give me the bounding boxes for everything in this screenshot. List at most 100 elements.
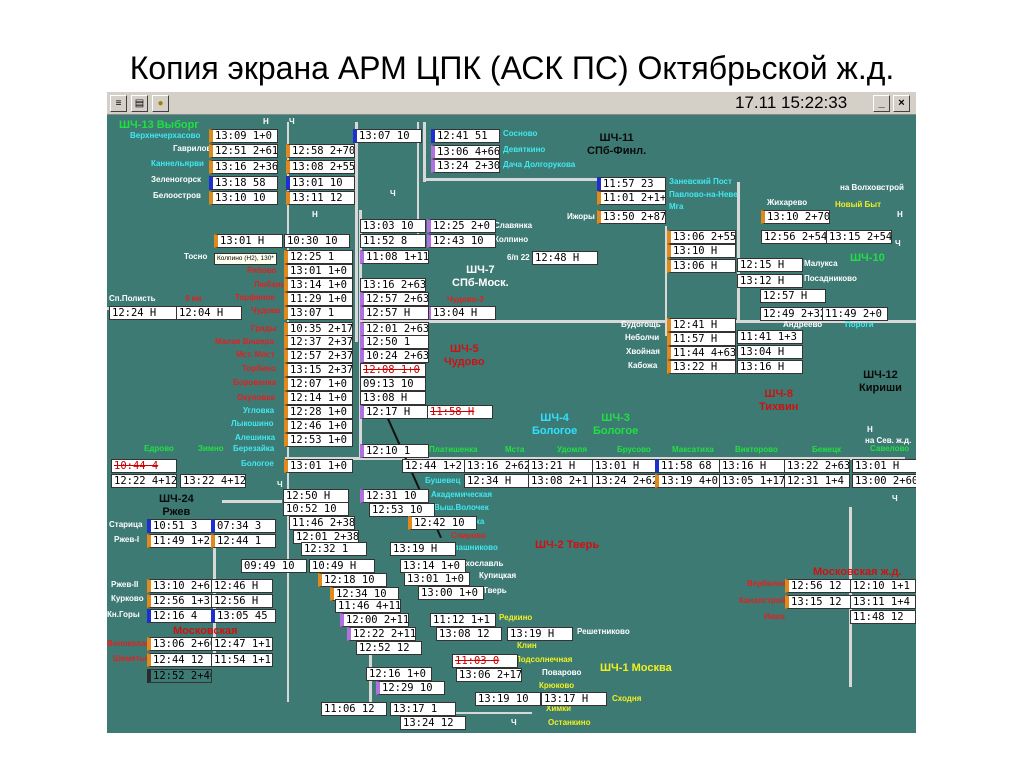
train-cell[interactable]: 13:16 2+63 bbox=[360, 278, 426, 292]
train-cell[interactable]: 12:24 Н bbox=[109, 306, 177, 320]
train-cell[interactable]: 11:08 1+11 bbox=[360, 250, 429, 264]
train-cell[interactable]: 12:49 2+32 bbox=[760, 307, 826, 321]
train-cell[interactable]: 12:44 12 bbox=[147, 653, 212, 667]
train-cell[interactable]: 13:15 2+37 bbox=[284, 363, 353, 377]
train-cell[interactable]: 12:25 2+0 bbox=[427, 219, 496, 233]
lightbulb-icon[interactable]: ● bbox=[152, 95, 169, 112]
train-cell[interactable]: 13:01 1+0 bbox=[284, 459, 353, 473]
train-cell[interactable]: 10:35 2+17 bbox=[284, 322, 353, 336]
train-cell[interactable]: 13:24 2+30 bbox=[431, 159, 500, 173]
train-cell[interactable]: 12:52 2+40 bbox=[147, 669, 212, 683]
train-cell[interactable]: 13:12 Н bbox=[737, 274, 803, 288]
train-cell[interactable]: 13:24 12 bbox=[400, 716, 466, 730]
train-cell[interactable]: 13:06 Н bbox=[667, 259, 736, 273]
train-cell[interactable]: 12:44 1+2 bbox=[402, 459, 468, 473]
train-cell[interactable]: 12:44 1 bbox=[211, 534, 276, 548]
train-cell[interactable]: 10:24 2+63 bbox=[360, 349, 429, 363]
train-cell[interactable]: 12:46 Н bbox=[211, 579, 273, 593]
train-cell[interactable]: 13:16 2+62 bbox=[464, 459, 530, 473]
train-cell[interactable]: 09:13 10 bbox=[360, 377, 426, 391]
train-cell[interactable]: 12:57 2+63 bbox=[360, 292, 429, 306]
train-cell[interactable]: 12:37 2+37 bbox=[284, 335, 353, 349]
train-cell[interactable]: 11:46 4+11 bbox=[335, 599, 401, 613]
train-cell[interactable]: 13:18 58 bbox=[209, 176, 278, 190]
train-cell[interactable]: 13:04 Н bbox=[427, 306, 496, 320]
train-cell[interactable]: 12:56 1+3 bbox=[147, 594, 212, 608]
train-cell[interactable]: 11:58 Н bbox=[427, 405, 493, 419]
train-cell[interactable]: 12:58 2+70 bbox=[286, 144, 355, 158]
train-cell[interactable]: 11:49 1+2 bbox=[147, 534, 212, 548]
train-cell[interactable]: 13:06 4+66 bbox=[431, 145, 500, 159]
train-cell[interactable]: 13:10 Н bbox=[667, 244, 736, 258]
train-cell[interactable]: 13:06 2+55 bbox=[667, 230, 736, 244]
train-cell[interactable]: 09:49 10 bbox=[241, 559, 307, 573]
train-cell[interactable]: 12:57 2+37 bbox=[284, 349, 353, 363]
train-cell[interactable]: 13:00 2+60 bbox=[852, 474, 916, 488]
train-cell[interactable]: 13:50 2+87 bbox=[597, 210, 666, 224]
train-cell[interactable]: 12:18 10 bbox=[318, 573, 387, 587]
train-cell[interactable]: 10:51 3 bbox=[147, 519, 212, 533]
train-cell[interactable]: 13:17 Н bbox=[541, 692, 607, 706]
train-cell[interactable]: 13:09 1+0 bbox=[209, 129, 278, 143]
train-cell[interactable]: 12:52 12 bbox=[356, 641, 422, 655]
train-cell[interactable]: 13:01 1+0 bbox=[404, 572, 470, 586]
train-cell[interactable]: 11:06 12 bbox=[321, 702, 387, 716]
train-cell[interactable]: 13:06 2+17 bbox=[456, 668, 522, 682]
menu-icon[interactable]: ≡ bbox=[110, 95, 127, 112]
train-cell[interactable]: 13:08 2+1 bbox=[528, 474, 594, 488]
train-cell[interactable]: 12:01 2+63 bbox=[360, 322, 429, 336]
train-cell[interactable]: 13:22 2+63 bbox=[784, 459, 850, 473]
train-cell[interactable]: 12:51 2+61 bbox=[209, 144, 278, 158]
train-cell[interactable]: 12:10 1 bbox=[360, 444, 429, 458]
train-cell[interactable]: 13:22 4+124 bbox=[180, 474, 246, 488]
train-cell[interactable]: 11:41 1+3 bbox=[737, 330, 803, 344]
train-cell[interactable]: 11:57 Н bbox=[667, 332, 736, 346]
train-cell[interactable]: 10:44 4 bbox=[111, 459, 177, 473]
train-cell[interactable]: 13:06 2+60 bbox=[147, 637, 212, 651]
train-cell[interactable]: 12:25 1 bbox=[284, 250, 353, 264]
train-cell[interactable]: 13:08 12 bbox=[436, 627, 502, 641]
train-cell[interactable]: 10:30 10 bbox=[284, 234, 350, 248]
train-cell[interactable]: 13:08 Н bbox=[360, 391, 426, 405]
train-cell[interactable]: 13:16 Н bbox=[737, 360, 803, 374]
train-cell[interactable]: 12:50 1 bbox=[360, 335, 429, 349]
train-cell[interactable]: 13:14 1+0 bbox=[284, 278, 353, 292]
train-cell[interactable]: 12:31 1+4 bbox=[784, 474, 850, 488]
train-cell[interactable]: 11:49 2+0 bbox=[822, 307, 888, 321]
train-cell[interactable]: 13:11 1+4 bbox=[850, 595, 916, 609]
train-cell[interactable]: 13:15 12 bbox=[785, 595, 854, 609]
train-cell[interactable]: 11:01 2+1+1 bbox=[597, 191, 666, 205]
train-cell[interactable]: 11:03 0 bbox=[452, 654, 518, 668]
train-cell[interactable]: 13:01 Н bbox=[852, 459, 916, 473]
train-cell[interactable]: 13:19 4+0 bbox=[655, 474, 724, 488]
train-cell[interactable]: 12:41 Н bbox=[667, 318, 736, 332]
train-cell[interactable]: 13:01 Н bbox=[214, 234, 283, 248]
train-cell[interactable]: 12:56 Н bbox=[211, 594, 273, 608]
train-cell[interactable]: 11:48 12 bbox=[850, 610, 916, 624]
train-cell[interactable]: 12:04 Н bbox=[176, 306, 242, 320]
train-cell[interactable]: 13:10 2+61 bbox=[147, 579, 212, 593]
train-cell[interactable]: 12:16 4 bbox=[147, 609, 212, 623]
train-cell[interactable]: 12:32 1 bbox=[301, 542, 367, 556]
train-cell[interactable]: 13:00 1+0 bbox=[418, 586, 484, 600]
train-cell[interactable]: 13:10 10 bbox=[209, 191, 278, 205]
train-cell[interactable]: 13:04 Н bbox=[737, 345, 803, 359]
train-cell[interactable]: 13:10 2+70 bbox=[761, 210, 830, 224]
train-cell[interactable]: 11:58 68 bbox=[655, 459, 724, 473]
train-cell[interactable]: 12:46 1+0 bbox=[284, 419, 353, 433]
train-cell[interactable]: 12:57 Н bbox=[360, 306, 429, 320]
train-cell[interactable]: 12:00 2+11 bbox=[340, 613, 409, 627]
train-cell[interactable]: 12:42 10 bbox=[408, 516, 477, 530]
train-cell[interactable]: 13:22 Н bbox=[667, 360, 736, 374]
train-cell[interactable]: 13:11 12 bbox=[286, 191, 355, 205]
train-cell[interactable]: 12:34 Н bbox=[464, 474, 530, 488]
train-cell[interactable]: 12:29 10 bbox=[376, 681, 445, 695]
train-cell[interactable]: 13:05 1+17 bbox=[719, 474, 785, 488]
train-cell[interactable]: 12:10 1+1 bbox=[850, 579, 916, 593]
train-cell[interactable]: 12:41 51 bbox=[431, 129, 500, 143]
train-cell[interactable]: 11:57 23 bbox=[597, 177, 666, 191]
train-cell[interactable]: 13:17 1 bbox=[390, 702, 456, 716]
train-cell[interactable]: 12:53 1+0 bbox=[284, 433, 353, 447]
train-cell[interactable]: 10:49 Н bbox=[309, 559, 375, 573]
train-cell[interactable]: 12:22 2+11 bbox=[347, 627, 416, 641]
